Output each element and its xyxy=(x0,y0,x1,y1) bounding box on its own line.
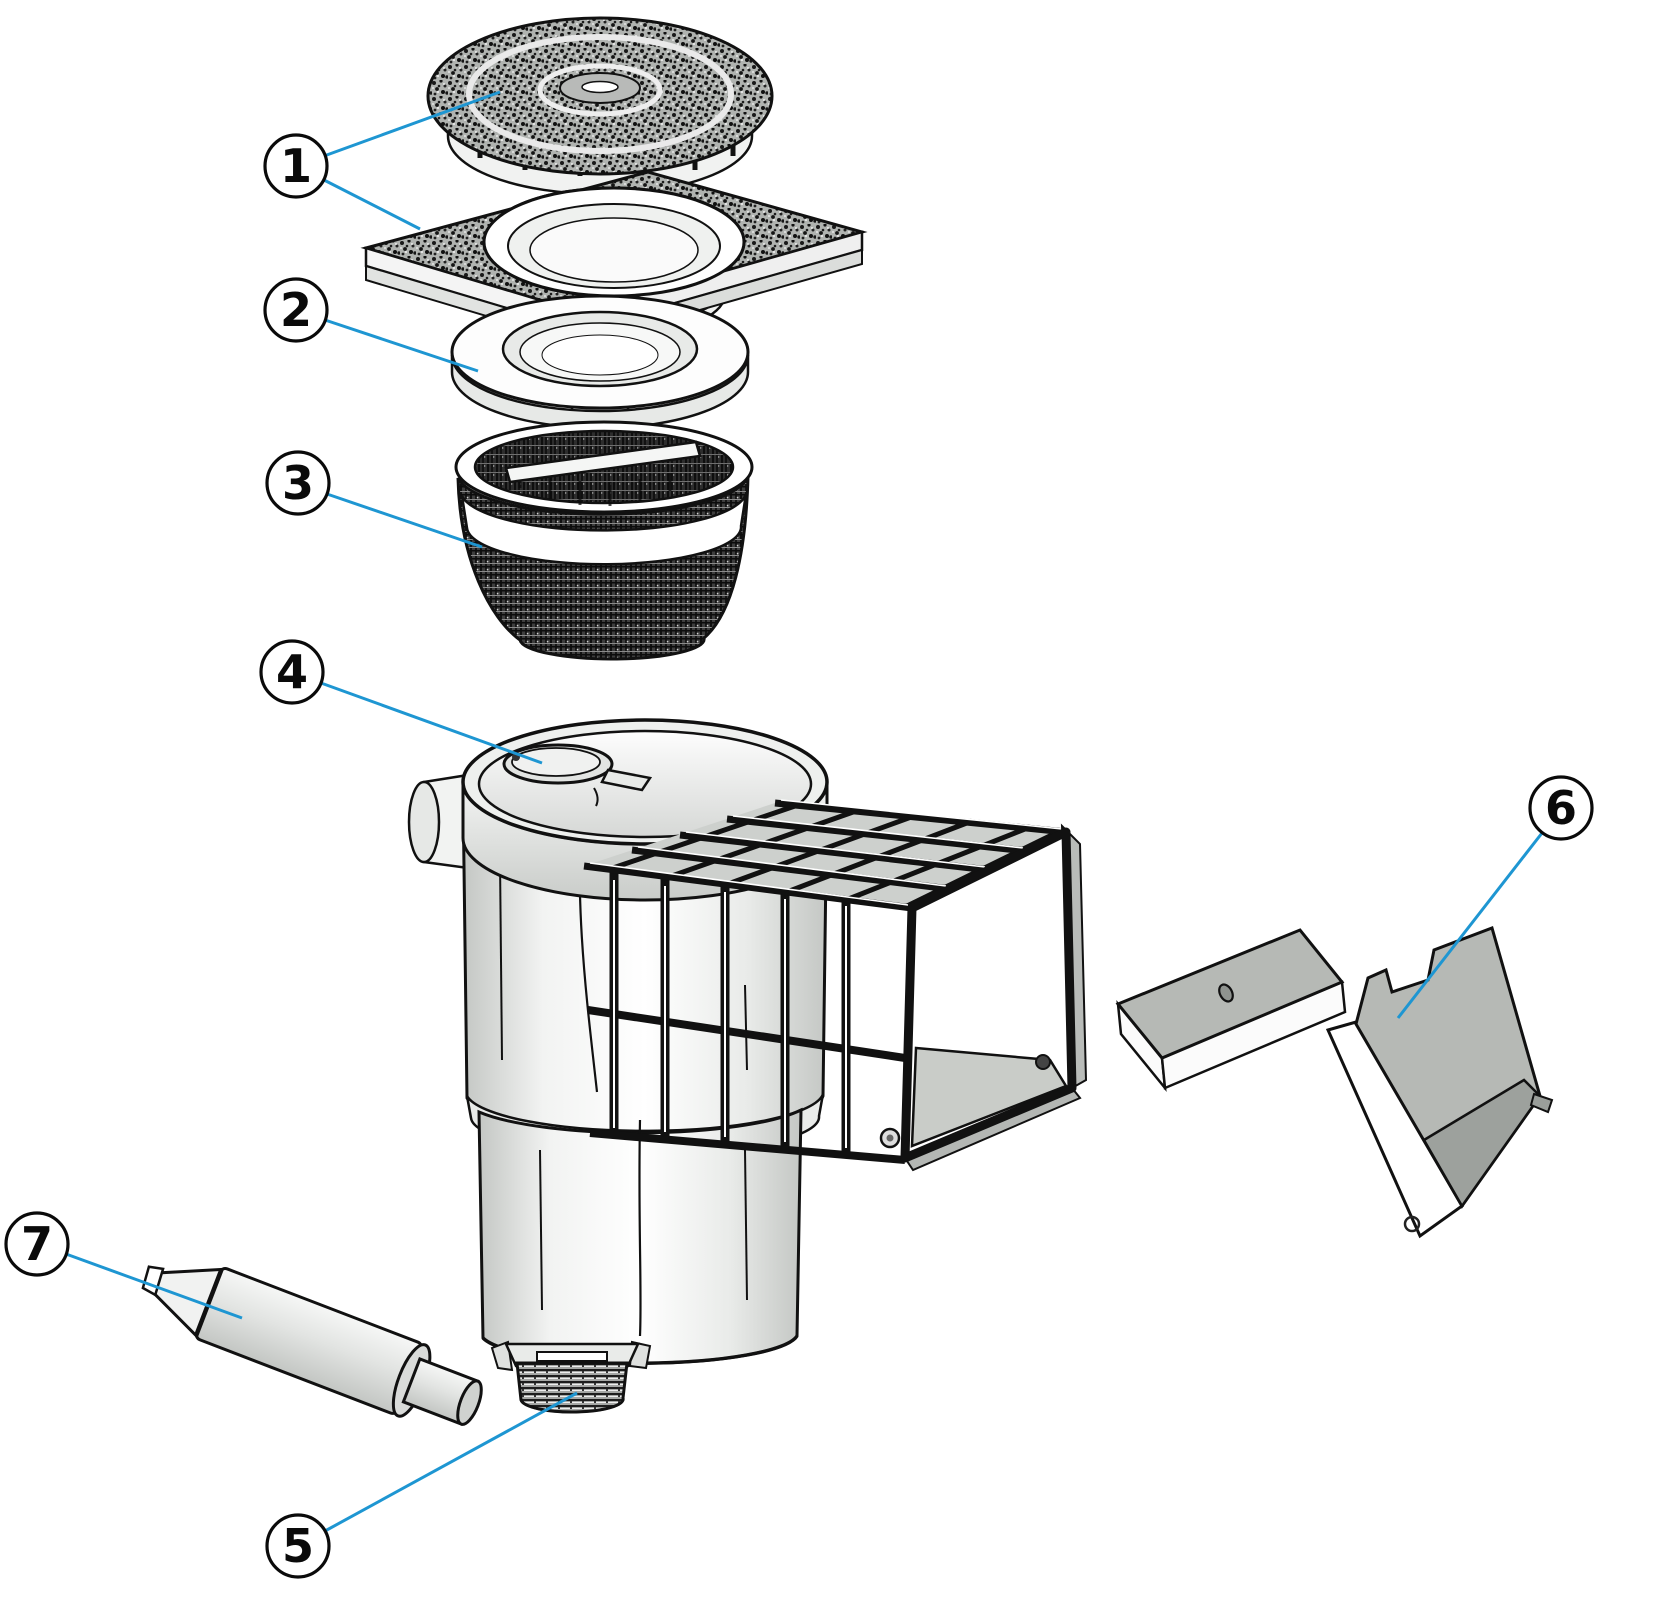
leader-line-1b xyxy=(323,178,421,231)
leader-line-5 xyxy=(324,1391,578,1533)
callout-3: 3 xyxy=(265,450,331,516)
callout-5: 5 xyxy=(265,1513,331,1579)
callout-1: 1 xyxy=(263,133,329,199)
leader-line-7 xyxy=(65,1252,243,1320)
part-6-weir-flap xyxy=(1115,926,1554,1239)
fitting-slot xyxy=(536,1351,608,1362)
callout-1-label: 1 xyxy=(280,139,312,193)
throat-bolt xyxy=(1035,1054,1051,1070)
flap-pin-left xyxy=(1403,1215,1421,1233)
callout-4: 4 xyxy=(259,639,325,705)
lid-ring-outer xyxy=(466,34,734,154)
grid-long-rails xyxy=(583,799,1067,912)
frame-funnel-deep xyxy=(529,217,699,283)
leader-line-4 xyxy=(320,681,543,765)
part-2-collar xyxy=(450,294,750,463)
tube-body xyxy=(194,1267,424,1415)
lid-hub-slot xyxy=(581,80,619,94)
basket-white-band xyxy=(460,493,748,566)
basket-handle-strap xyxy=(504,440,702,484)
callout-6: 6 xyxy=(1528,775,1594,841)
body-throat-grid xyxy=(583,799,1088,1172)
part-3-basket xyxy=(454,420,754,661)
collar-hole-deep xyxy=(541,334,659,376)
flap-pin-right xyxy=(1529,1092,1554,1114)
tube-stub-cap xyxy=(456,1379,483,1426)
leader-line-6 xyxy=(1396,832,1544,1019)
tube-nozzle-tip xyxy=(141,1265,165,1297)
callout-7: 7 xyxy=(4,1211,70,1277)
weir-grate-bars xyxy=(587,870,906,1164)
callout-5-label: 5 xyxy=(282,1519,314,1573)
callout-6-label: 6 xyxy=(1545,781,1577,835)
basket-mesh-body xyxy=(456,475,750,661)
leader-line-1a xyxy=(323,90,501,158)
body-lower-seams xyxy=(539,1119,748,1337)
fitting-bottom-arc xyxy=(519,1397,625,1414)
lid-ring-inner xyxy=(537,63,663,117)
body-vent-cap xyxy=(502,743,653,807)
part-1-lid xyxy=(426,16,774,196)
leader-line-2 xyxy=(324,318,479,373)
part-7-sealant-tube xyxy=(141,1265,483,1427)
part-5-drain-fitting xyxy=(490,1340,652,1414)
throat-front-face xyxy=(879,823,1088,1172)
flap-tab-hole xyxy=(1218,983,1234,1003)
leader-line-3 xyxy=(326,492,483,549)
throat-floor xyxy=(910,1046,1068,1148)
callout-7-label: 7 xyxy=(21,1217,53,1271)
collar-rim-band xyxy=(450,354,750,430)
callout-2: 2 xyxy=(263,277,329,343)
callout-4-label: 4 xyxy=(276,645,308,699)
body-side-pipe xyxy=(407,773,470,870)
callout-3-label: 3 xyxy=(282,456,314,510)
fitting-threaded-barrel xyxy=(515,1361,629,1414)
callout-2-label: 2 xyxy=(280,283,312,337)
